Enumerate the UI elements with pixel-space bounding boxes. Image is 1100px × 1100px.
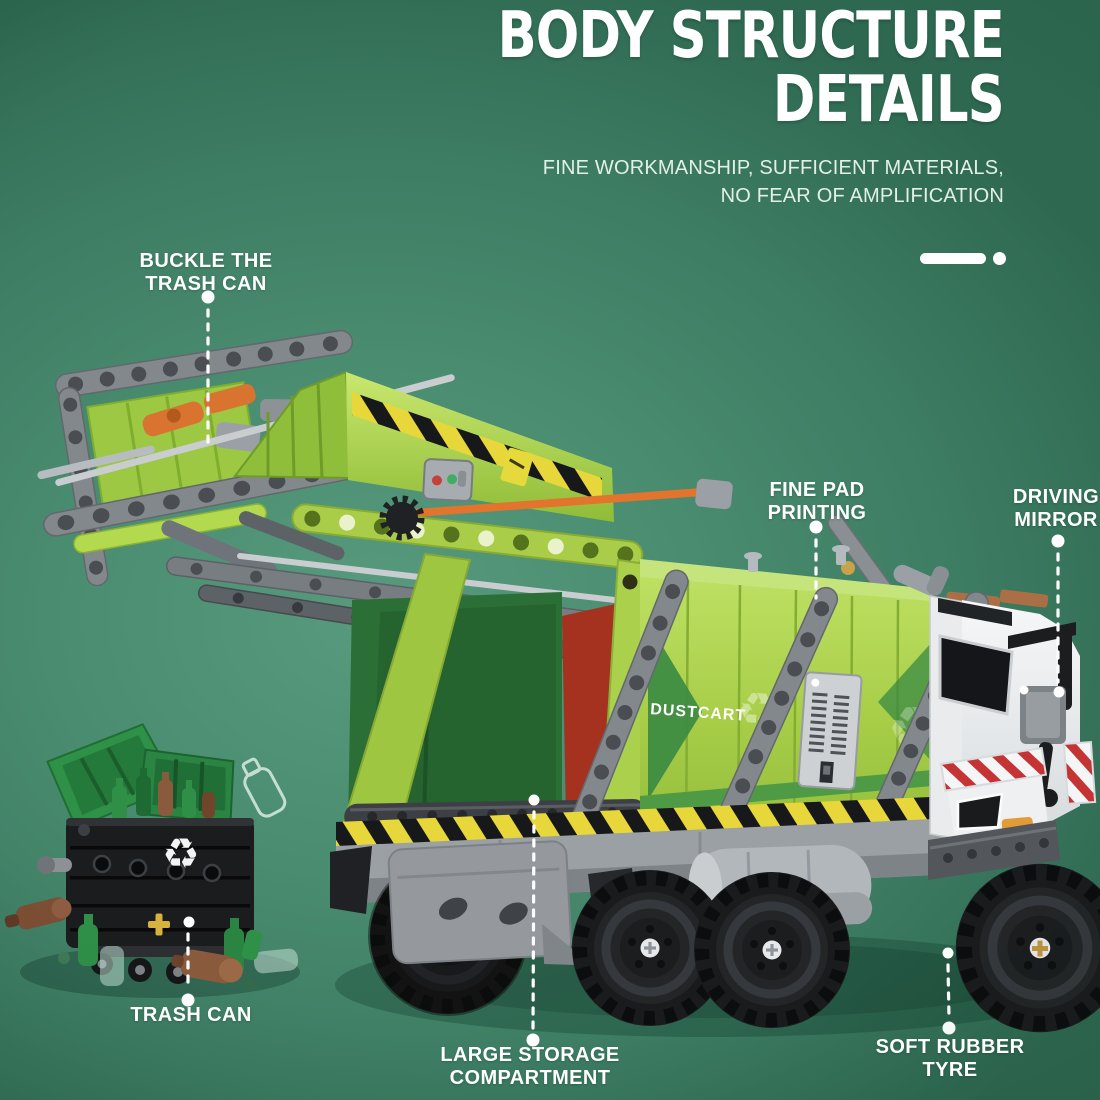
lid-holed-beam — [291, 503, 644, 570]
callout-lines — [181, 290, 1065, 1047]
orange-coupler — [142, 384, 256, 437]
poster-subtitle: FINE WORKMANSHIP, SUFFICIENT MATERIALS, … — [371, 154, 1004, 210]
wheel-rear — [694, 872, 850, 1028]
top-studs — [744, 545, 850, 572]
callout-line-driving-mirror — [1051, 534, 1065, 698]
cab-door-window — [956, 792, 1004, 831]
callout-line-trash-can — [181, 916, 195, 1007]
trash-can-body: ♻ — [37, 818, 254, 948]
scattered-trash — [4, 897, 299, 989]
subtitle-line-2: NO FEAR OF AMPLIFICATION — [720, 185, 1004, 207]
callout-line-buckle-the-trash-can — [201, 290, 215, 448]
page-title: BODY STRUCTURE DETAILS — [497, 0, 1005, 137]
body-hazard-stripe — [336, 796, 955, 848]
callout-label-trash-can: TRASH CAN — [130, 1004, 252, 1026]
divider-bar — [920, 253, 986, 264]
mud-flap — [330, 846, 372, 914]
grille-print-panel — [797, 671, 863, 791]
control-box — [422, 458, 474, 502]
title-line-2: DETAILS — [773, 63, 1005, 137]
side-print-text: DUSTCART — [650, 701, 747, 725]
front-bumper — [928, 820, 1060, 880]
floating-bottle-outline — [241, 757, 287, 818]
rear-equipment-box — [387, 840, 593, 966]
cab-window — [938, 634, 1014, 716]
gear-wheel — [386, 502, 418, 534]
cab-warning-stripe — [939, 746, 1048, 792]
subtitle-line-1: FINE WORKMANSHIP, SUFFICIENT MATERIALS, — [542, 157, 1004, 179]
title-divider — [920, 252, 1006, 265]
recycle-icon: ♻ — [162, 830, 200, 877]
poster-header: BODY STRUCTURE DETAILS FINE WORKMANSHIP,… — [371, 0, 1005, 210]
bottles-in-can — [112, 768, 215, 820]
callout-line-fine-pad-printing — [809, 520, 823, 600]
orange-axle-rod — [398, 488, 706, 518]
trash-can-model: ♻ — [4, 723, 299, 989]
lid-hazard-stripe — [352, 392, 602, 501]
callout-line-large-storage-compartment — [526, 794, 540, 1047]
container-body: DUSTCART ♻ ♻ — [336, 545, 1001, 869]
callout-line-soft-rubber-tyre — [942, 947, 956, 1035]
raised-lid-panel — [233, 370, 902, 610]
trash-can-lid-left — [46, 723, 179, 830]
title-line-1: BODY STRUCTURE — [497, 0, 1005, 73]
fork-lift-assembly — [37, 328, 455, 588]
cab — [928, 589, 1097, 880]
divider-dot-icon — [993, 252, 1006, 265]
